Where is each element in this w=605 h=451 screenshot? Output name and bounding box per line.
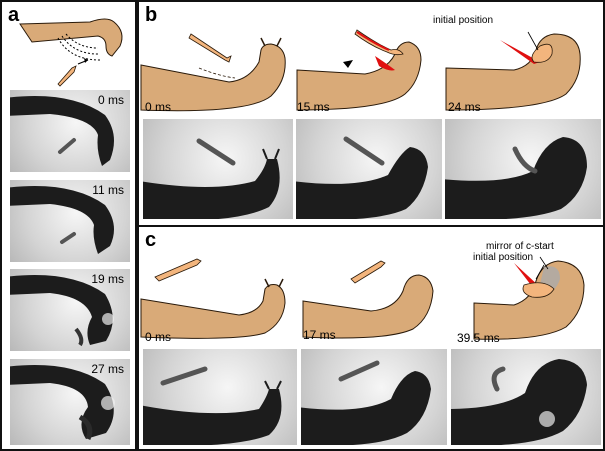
drawing-c-0 [140, 258, 286, 339]
tentacle-drawing [19, 18, 123, 57]
photo-b-0 [143, 119, 293, 219]
time-label: 39.5 ms [457, 331, 500, 345]
time-label: 0 ms [145, 100, 172, 114]
panel-c-label: c [145, 229, 157, 251]
photo-a-1: 11 ms [10, 180, 130, 262]
initial-position-annotation: initial position [473, 252, 534, 263]
photo-c-2 [451, 349, 601, 445]
time-label: 19 ms [91, 272, 124, 286]
photo-b-2 [445, 119, 601, 219]
time-label: 0 ms [97, 93, 124, 107]
fish-drawing [354, 29, 404, 56]
photo-a-3: 27 ms [10, 359, 130, 445]
panel-b: b initial position 0 ms 15 ms 24 ms [137, 0, 605, 227]
photo-c-0 [143, 349, 297, 445]
drawing-b-2 [445, 31, 581, 111]
fish-drawing [188, 33, 232, 63]
dotted-arcs [57, 33, 101, 61]
fish-drawing [350, 260, 386, 284]
fish-drawing [522, 282, 555, 298]
drawing-c-1 [302, 260, 434, 339]
photo-c-1 [301, 349, 447, 445]
panel-a-schematic [19, 18, 123, 87]
photo-a-2: 19 ms [10, 269, 130, 351]
arrowhead-icon [343, 60, 353, 68]
photo-b-1 [296, 119, 442, 219]
red-shadow [375, 56, 395, 71]
photo-a-0: 0 ms [10, 90, 130, 172]
fish-drawing [154, 258, 202, 282]
time-label: 17 ms [303, 328, 336, 342]
fish-drawing [57, 65, 77, 87]
drawing-c-2 [473, 256, 585, 340]
time-label: 11 ms [92, 183, 124, 197]
time-label: 0 ms [145, 330, 172, 344]
drawing-b-1 [296, 29, 422, 111]
initial-position-annotation: initial position [433, 15, 494, 26]
panel-c: c mirror of c-start initial position 0 m… [137, 225, 605, 451]
red-shadow [500, 40, 540, 64]
time-label: 24 ms [448, 100, 481, 114]
red-shadow [514, 263, 540, 289]
mirror-annotation: mirror of c-start [486, 241, 554, 252]
panel-a: a 0 ms 11 ms 19 ms [0, 0, 137, 451]
drawing-b-0 [140, 33, 286, 112]
panel-b-label: b [145, 4, 158, 26]
time-label: 15 ms [297, 100, 330, 114]
panel-a-label: a [8, 4, 20, 26]
time-label: 27 ms [91, 362, 124, 376]
